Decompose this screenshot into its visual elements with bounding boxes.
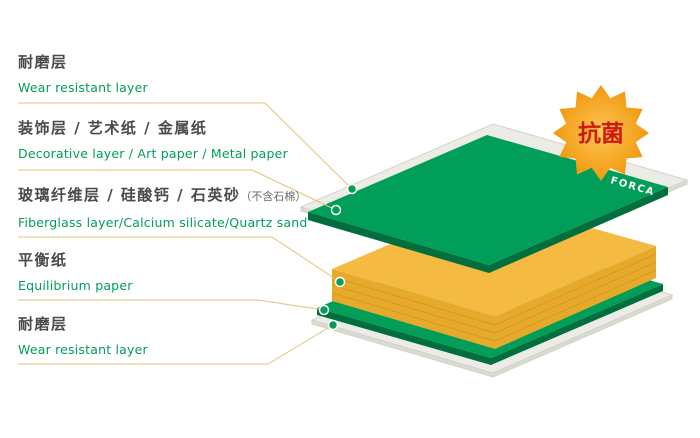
core-stripe	[494, 261, 657, 334]
core-stripe	[494, 253, 657, 326]
marker-dot-decorative	[330, 204, 342, 216]
label-wear-bottom: 耐磨层 Wear resistant layer	[18, 314, 148, 357]
starburst-icon	[553, 85, 649, 181]
label-equilibrium: 平衡纸 Equilibrium paper	[18, 250, 133, 293]
label-en: Wear resistant layer	[18, 342, 148, 357]
marker-dot-equilibrium	[318, 304, 330, 316]
layer-equilibrium-side-right	[491, 284, 663, 365]
label-zh: 平衡纸	[18, 251, 68, 269]
marker-dot-core	[334, 276, 346, 288]
label-zh: 装饰层 / 艺术纸 / 金属纸	[18, 119, 208, 137]
label-decorative: 装饰层 / 艺术纸 / 金属纸 Decorative layer / Art p…	[18, 118, 288, 161]
marker-dot-wear-bottom	[327, 319, 339, 331]
core-stripe	[494, 269, 657, 342]
leader-line-core	[18, 236, 341, 283]
label-wear-top: 耐磨层 Wear resistant layer	[18, 52, 148, 95]
label-note: （不含石棉）	[240, 190, 307, 203]
leader-line-wear-bottom	[18, 324, 334, 365]
marker-dot-wear-top	[346, 183, 358, 195]
label-core: 玻璃纤维层 / 硅酸钙 / 石英砂（不含石棉） Fiberglass layer…	[18, 185, 308, 230]
antibacterial-badge: 抗菌	[553, 85, 649, 181]
core-stripe	[331, 292, 496, 342]
layer-decorative-side-right	[489, 187, 668, 273]
badge-text: 抗菌	[578, 120, 624, 147]
leader-line-decorative	[18, 169, 337, 211]
layer-equilibrium-side-left	[317, 308, 491, 365]
layer-decorative-side-left	[308, 212, 489, 273]
label-zh: 玻璃纤维层 / 硅酸钙 / 石英砂（不含石棉）	[18, 186, 307, 204]
label-en: Equilibrium paper	[18, 278, 133, 293]
label-zh: 耐磨层	[18, 53, 68, 71]
label-en: Wear resistant layer	[18, 80, 148, 95]
core-stripe	[331, 284, 496, 334]
core-stripe	[331, 276, 496, 326]
leader-line-wear-top	[18, 102, 353, 190]
label-zh: 耐磨层	[18, 315, 68, 333]
label-en: Decorative layer / Art paper / Metal pap…	[18, 146, 288, 161]
label-en: Fiberglass layer/Calcium silicate/Quartz…	[18, 215, 308, 230]
leader-line-equilibrium	[18, 299, 325, 311]
